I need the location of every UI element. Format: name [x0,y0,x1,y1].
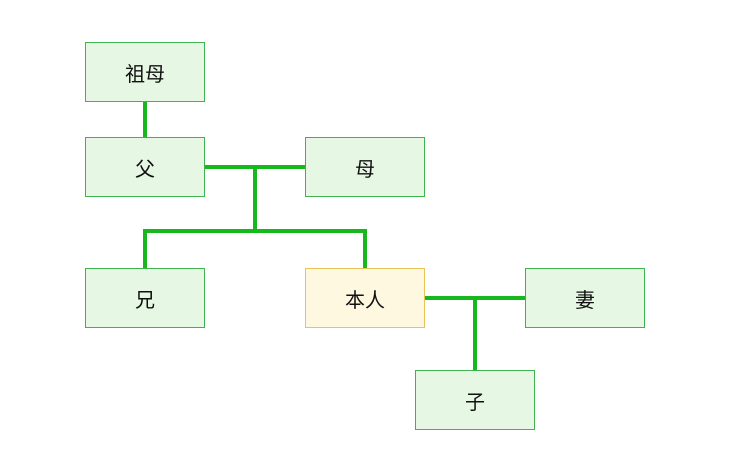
node-label: 父 [135,156,155,181]
node-label: 本人 [345,287,385,312]
node-label: 子 [465,389,485,414]
node-elder-brother: 兄 [85,268,205,328]
node-grandmother: 祖母 [85,42,205,102]
node-label: 妻 [575,287,595,312]
node-label: 母 [355,156,375,181]
node-label: 兄 [135,287,155,312]
node-self: 本人 [305,268,425,328]
node-mother: 母 [305,137,425,197]
node-wife: 妻 [525,268,645,328]
node-label: 祖母 [125,61,165,86]
node-father: 父 [85,137,205,197]
node-child: 子 [415,370,535,430]
